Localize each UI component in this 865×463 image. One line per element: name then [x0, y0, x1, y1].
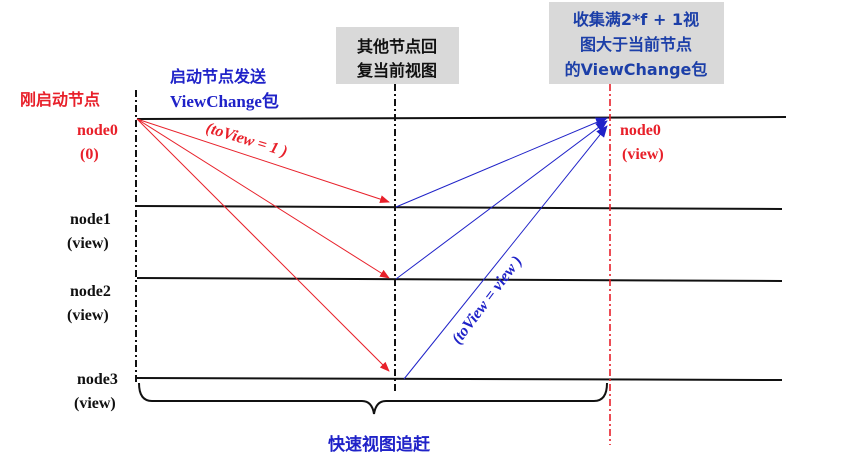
node1-line	[136, 205, 783, 210]
node0-right-view-label: (view)	[622, 146, 664, 163]
collect-annotation-box	[549, 2, 724, 84]
node0-right-name-label: node0	[620, 122, 661, 139]
node0-view-label: (0)	[80, 146, 99, 163]
send-arrow-node2	[136, 118, 390, 279]
node2-name-label: node2	[70, 283, 111, 300]
to-view-view-label: (toView = view )	[449, 253, 526, 348]
send-arrow-node1	[136, 118, 390, 203]
catchup-label: 快速视图追赶	[328, 434, 431, 455]
catchup-brace	[138, 382, 608, 415]
node2-line	[136, 277, 783, 282]
reply-arrow-node1	[395, 117, 608, 208]
to-view-1-label: (toView = 1 )	[204, 120, 290, 161]
send-title-label: 启动节点发送	[170, 67, 267, 86]
node3-name-label: node3	[77, 371, 118, 388]
reply-arrow-node3	[403, 125, 608, 380]
send-sub-label: ViewChange包	[170, 91, 279, 111]
new-start-node-label: 刚启动节点	[20, 90, 100, 109]
node1-view-label: (view)	[67, 235, 109, 252]
node3-line	[136, 377, 783, 381]
node2-view-label: (view)	[67, 307, 109, 324]
node3-view-label: (view)	[74, 395, 116, 412]
reply-annotation-box	[336, 27, 459, 84]
node0-line	[136, 116, 787, 120]
send-arrow-node3	[136, 118, 390, 372]
collect-line1-label: 收集满2*f + 1视	[573, 10, 699, 29]
collect-line3-label: 的ViewChange包	[565, 60, 708, 79]
collect-line2-label: 图大于当前节点	[580, 35, 692, 54]
reply-arrow-node2	[395, 120, 608, 280]
reply-line2-label: 复当前视图	[356, 61, 437, 80]
node1-name-label: node1	[70, 211, 111, 228]
node0-name-label: node0	[77, 122, 118, 139]
reply-line1-label: 其他节点回	[357, 37, 437, 56]
